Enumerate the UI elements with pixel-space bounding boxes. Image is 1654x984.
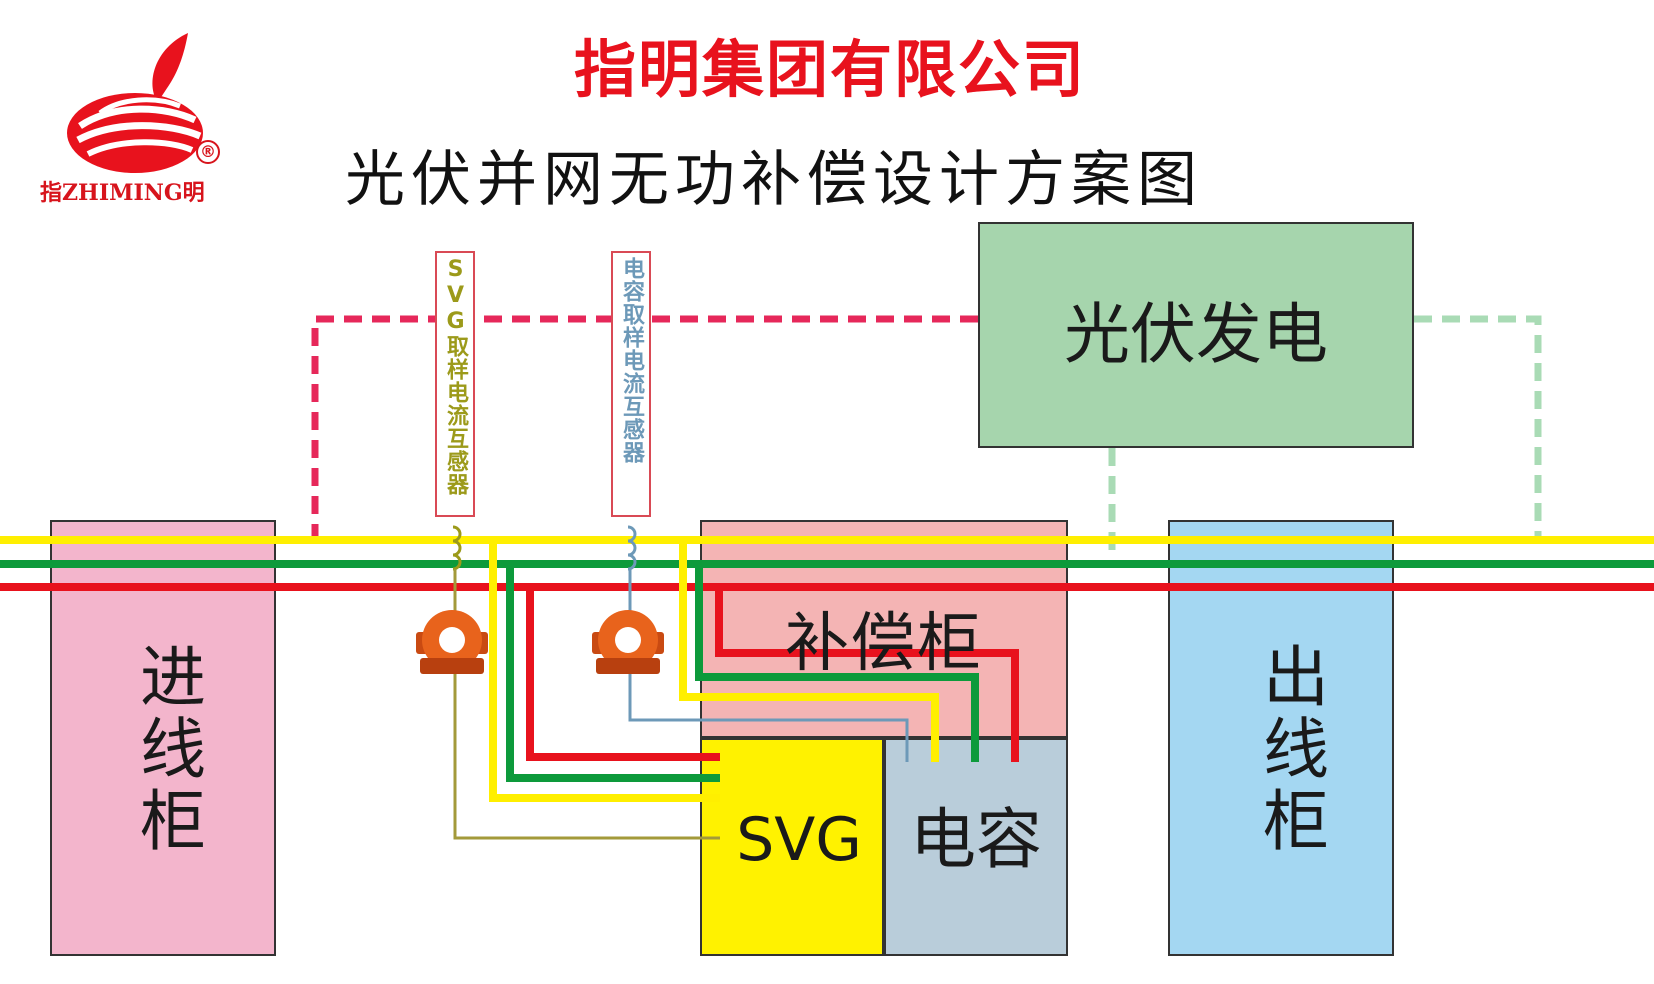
compensation-cabinet xyxy=(700,520,1068,738)
svg-ct-coil xyxy=(452,525,462,571)
cap-feed-yellow xyxy=(679,540,939,762)
brand-name: 指ZHIMING明 xyxy=(40,180,205,206)
registered-mark: ® xyxy=(196,140,220,164)
incoming-cabinet-label: 进线柜 xyxy=(129,642,206,858)
svg-ct-label-box: SVG取样电流互感器 xyxy=(435,251,475,517)
zhiming-logo xyxy=(67,33,203,173)
cap-feed-red xyxy=(715,587,1019,762)
svg-feed-green xyxy=(506,564,720,782)
cap-feed-green xyxy=(695,564,979,762)
svg-unit-label: SVG xyxy=(736,805,862,875)
cap-ct-coil xyxy=(627,525,637,571)
pv-generation-box xyxy=(978,222,1414,448)
cap-ct-body xyxy=(592,610,664,674)
diagram-title: 光伏并网无功补偿设计方案图 xyxy=(345,145,1203,215)
pv-generation-label: 光伏发电 xyxy=(1064,296,1328,373)
svg-ct-body xyxy=(416,610,488,674)
incoming-cabinet xyxy=(50,520,276,956)
capacitor-unit-label: 电容 xyxy=(910,801,1042,878)
cap-ct-label-box: 电容取样电流互感器 xyxy=(611,251,651,517)
pv-output-link-green xyxy=(1414,315,1542,540)
outgoing-cabinet-label: 出线柜 xyxy=(1252,642,1329,858)
svg-unit xyxy=(700,738,884,956)
svg-feed-yellow xyxy=(489,540,720,802)
outgoing-cabinet xyxy=(1168,520,1394,956)
svg-feed-red xyxy=(526,587,720,761)
company-title: 指明集团有限公司 xyxy=(573,33,1086,106)
compensation-cabinet-label: 补偿柜 xyxy=(785,607,983,681)
svg-ct-label: SVG取样电流互感器 xyxy=(443,257,468,496)
cap-ct-label: 电容取样电流互感器 xyxy=(619,257,644,464)
